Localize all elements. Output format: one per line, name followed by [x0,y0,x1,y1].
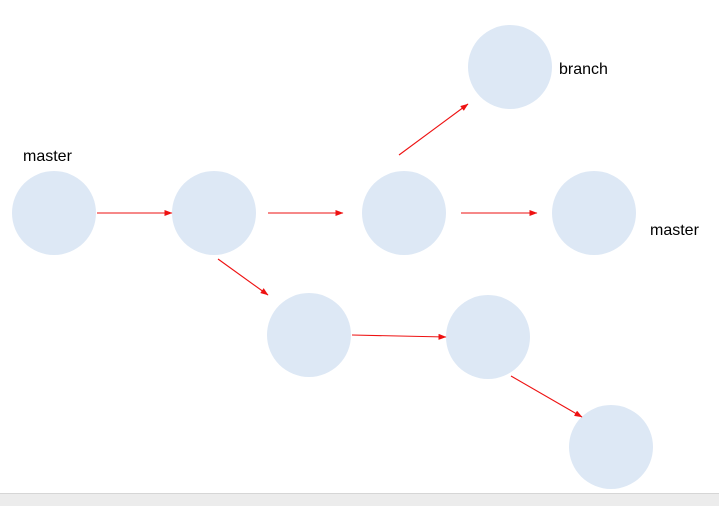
edge-commit-2-to-lower-1 [217,258,269,296]
edge-lower-2-to-lower-3 [510,375,583,418]
bottom-status-strip [0,493,719,506]
commit-node-lower-3 [569,405,653,489]
label-branch: branch [559,61,608,78]
label-master-end: master [650,222,700,239]
commit-node-2 [172,171,256,255]
commit-node-3 [362,171,446,255]
commit-node-branch-top [468,25,552,109]
commit-node-lower-1 [267,293,351,377]
edge-lower-1-to-lower-2 [351,333,447,340]
commit-node-4-master [552,171,636,255]
label-master-start: master [23,148,73,165]
commit-nodes [12,25,653,489]
commit-node-1 [12,171,96,255]
branch-labels: master branch master [23,61,700,239]
edge-commit-3-to-branch [398,103,469,156]
commit-edges [97,103,583,418]
commit-node-lower-2 [446,295,530,379]
